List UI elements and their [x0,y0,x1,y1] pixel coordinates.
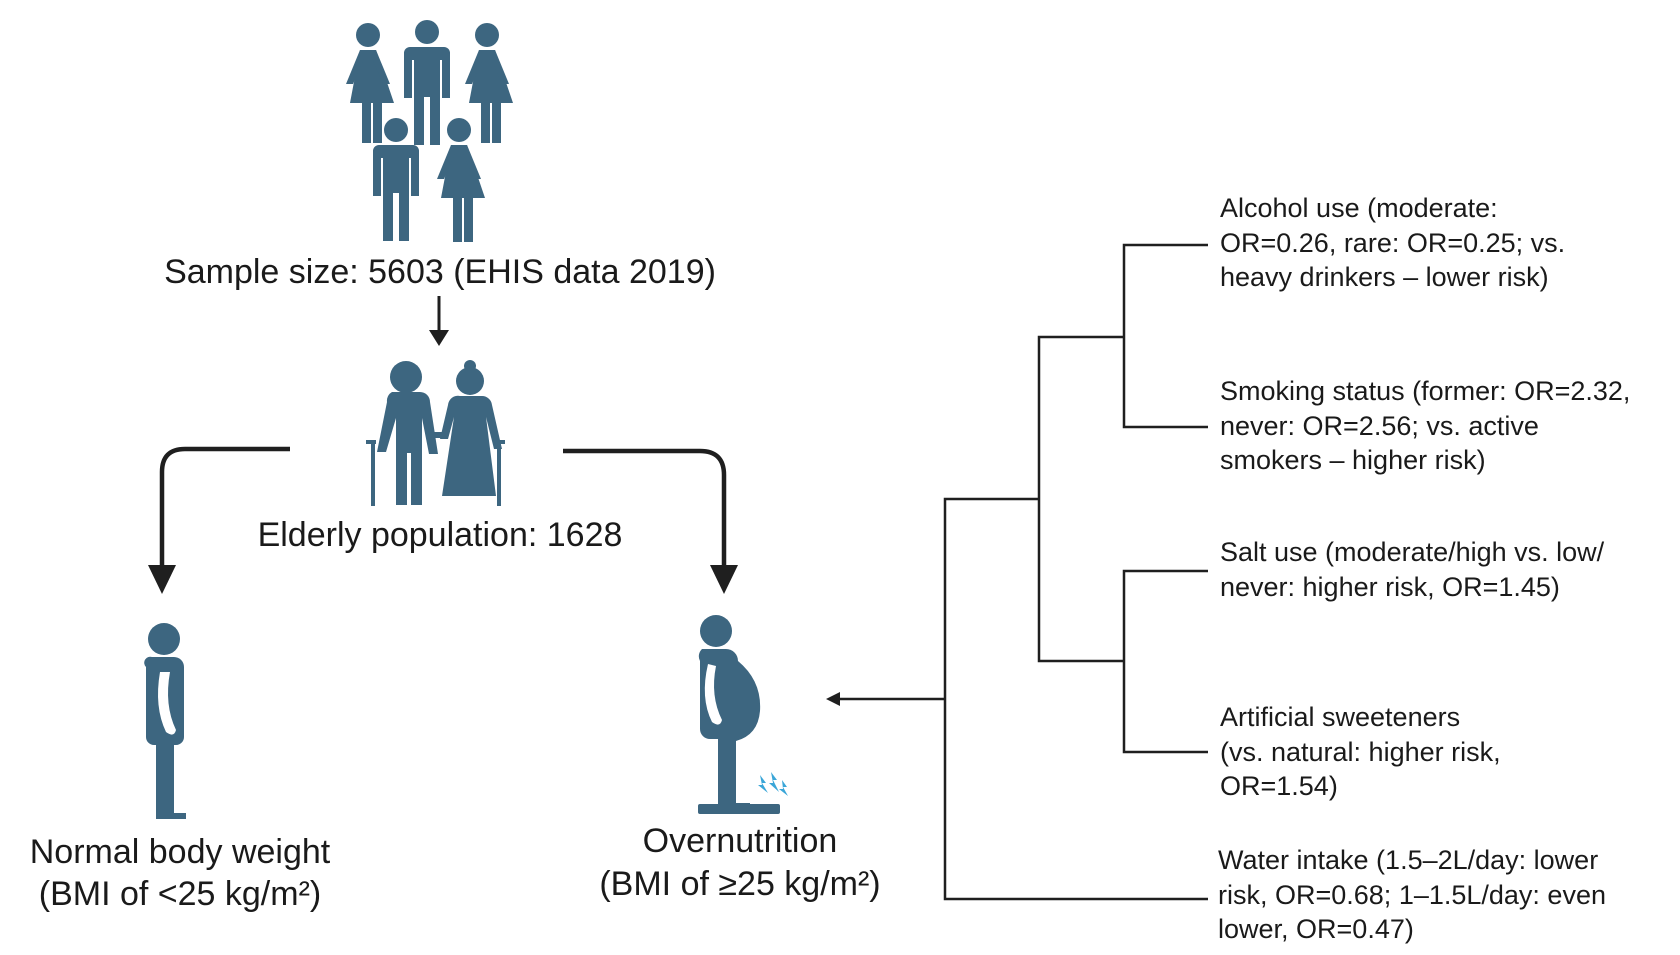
factor-tree [840,243,1208,901]
standing-person-icon [144,623,186,819]
factor-line: Salt use (moderate/high vs. low/ [1220,537,1605,567]
factor-alcohol-use: Alcohol use (moderate: OR=0.26, rare: OR… [1220,191,1565,295]
scale-spark-icon [758,772,788,796]
group-of-people-icon [346,20,513,242]
arrow-elderly-to-normal-head [148,565,176,594]
normal-weight-subtitle: (BMI of <25 kg/m²) [38,875,322,913]
factor-line: lower, OR=0.47) [1218,914,1414,945]
factor-line: never: higher risk, OR=1.45) [1220,571,1560,602]
arrow-elderly-to-overnutrition [563,448,727,565]
factor-line: Smoking status (former: OR=2.32, [1220,376,1631,406]
elderly-population-label: Elderly population: 1628 [257,516,623,554]
factor-line: never: OR=2.56; vs. active [1220,410,1539,441]
factor-line: heavy drinkers – lower risk) [1220,262,1549,293]
normal-weight-title: Normal body weight [29,833,331,871]
factor-line: smokers – higher risk) [1220,445,1486,476]
factor-line: OR=1.54) [1220,771,1338,802]
factor-water-intake: Water intake (1.5–2L/day: lower risk, OR… [1218,843,1606,947]
tree-arrow-head [826,692,840,706]
sample-size-label: Sample size: 5603 (EHIS data 2019) [164,253,716,291]
overnutrition-subtitle: (BMI of ≥25 kg/m²) [599,865,881,903]
elderly-couple-icon [366,360,505,506]
factor-line: Alcohol use (moderate: [1220,193,1498,223]
factor-smoking-status: Smoking status (former: OR=2.32, never: … [1220,374,1630,478]
arrow-elderly-to-overnutrition-head [710,565,738,594]
arrow-elderly-to-normal [159,446,290,565]
factor-line: risk, OR=0.68; 1–1.5L/day: even [1218,879,1606,910]
factor-line: Artificial sweeteners [1220,702,1461,732]
arrow-sample-to-elderly-head [429,330,449,346]
overnutrition-title: Overnutrition [642,822,838,860]
factor-line: OR=0.26, rare: OR=0.25; vs. [1220,227,1566,258]
factor-salt-use: Salt use (moderate/high vs. low/ never: … [1220,535,1604,604]
factor-line: (vs. natural: higher risk, [1220,736,1501,767]
overweight-person-on-scale-icon [698,615,780,814]
factor-line: Water intake (1.5–2L/day: lower [1218,845,1599,875]
factor-artificial-sweeteners: Artificial sweeteners (vs. natural: high… [1220,700,1501,804]
